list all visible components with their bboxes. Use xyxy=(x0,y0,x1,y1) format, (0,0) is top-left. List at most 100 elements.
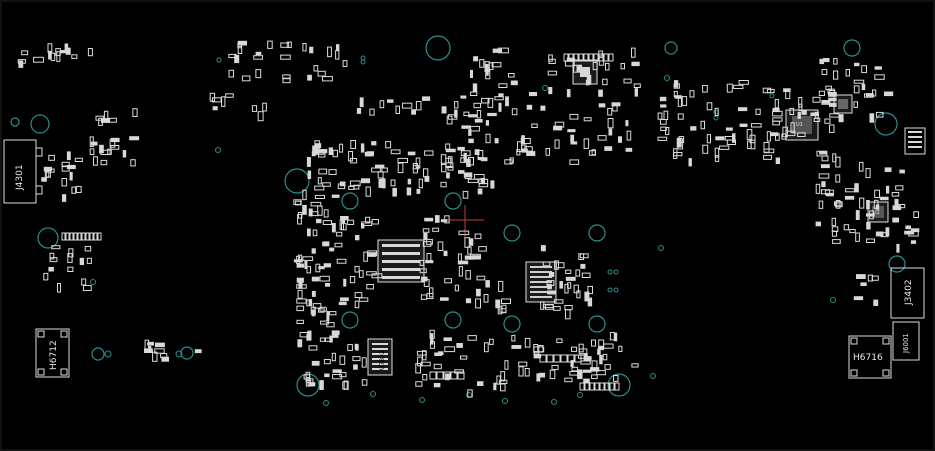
smd-pad xyxy=(445,148,456,153)
chip-right-small[interactable] xyxy=(833,94,853,114)
smd-pad xyxy=(892,218,899,223)
smd-pad xyxy=(819,151,828,155)
smd-pad xyxy=(501,298,511,304)
smd-pad xyxy=(67,253,73,263)
small-vias xyxy=(90,55,836,406)
smd-pad xyxy=(534,354,542,358)
smd-pad xyxy=(602,353,608,361)
smd-pad xyxy=(318,168,328,175)
smd-pad xyxy=(504,159,513,165)
connector-j6001[interactable]: J6001 xyxy=(892,321,920,361)
smd-pad xyxy=(608,128,613,136)
smd-pad xyxy=(385,141,392,149)
smd-pad xyxy=(371,273,383,279)
smd-pad xyxy=(422,96,431,101)
smd-pad xyxy=(854,183,859,193)
header-pin xyxy=(61,232,66,241)
connector-j3402[interactable]: J3402 xyxy=(890,267,925,319)
smd-pad xyxy=(315,147,319,155)
smd-pad xyxy=(609,332,615,341)
header-pin xyxy=(573,53,579,62)
smd-pad xyxy=(592,61,598,71)
smd-pad xyxy=(583,138,590,149)
header-pin xyxy=(588,53,594,62)
smd-pad xyxy=(511,334,516,342)
smd-pad xyxy=(823,58,830,63)
smd-pad xyxy=(296,277,304,283)
smd-pad xyxy=(591,360,598,371)
smd-pad xyxy=(476,288,481,297)
mounting-pad-h6716[interactable]: H6716 xyxy=(848,335,892,379)
header-pin xyxy=(579,382,585,391)
smd-pad xyxy=(473,102,481,109)
smd-pad xyxy=(833,58,838,65)
smd-pad xyxy=(540,245,546,252)
smd-pad xyxy=(90,141,98,146)
mounting-pad-h6712[interactable]: H6712 xyxy=(35,328,70,378)
smd-pad xyxy=(605,62,610,71)
chip-center-right[interactable] xyxy=(525,261,557,303)
smd-pad xyxy=(828,102,837,107)
header-pin xyxy=(609,382,615,391)
smd-pad xyxy=(553,125,563,131)
smd-pad xyxy=(326,311,330,321)
smd-pad xyxy=(342,60,348,67)
smd-pad xyxy=(548,54,553,62)
smd-pad xyxy=(875,111,884,118)
smd-pad xyxy=(763,148,775,154)
smd-pad xyxy=(538,345,544,353)
smd-pad xyxy=(866,200,870,210)
smd-pad xyxy=(361,221,373,226)
smd-pad xyxy=(578,253,585,261)
chip-u7802[interactable]: U7802 xyxy=(367,338,393,376)
smd-pad xyxy=(564,377,573,383)
smd-pad xyxy=(445,373,450,381)
smd-pad xyxy=(66,164,76,170)
smd-pad xyxy=(815,183,821,194)
connector-j4301[interactable]: J4301 xyxy=(3,139,43,204)
smd-pad xyxy=(461,125,471,129)
smd-pad xyxy=(517,141,523,153)
smd-pad xyxy=(559,281,563,289)
header-pin xyxy=(578,53,584,62)
smd-pad xyxy=(631,61,640,67)
smd-pad xyxy=(464,255,474,260)
smd-pad xyxy=(303,374,311,380)
smd-pad xyxy=(706,134,711,144)
smd-pad xyxy=(95,115,105,121)
smd-pad xyxy=(319,380,324,390)
smd-pad xyxy=(420,361,431,367)
smd-pad xyxy=(406,187,412,196)
smd-pad xyxy=(311,211,319,217)
smd-pad xyxy=(302,256,314,261)
smd-pad xyxy=(631,363,639,368)
smd-pad xyxy=(891,192,900,197)
smd-pad xyxy=(798,97,803,108)
connector-top-right[interactable] xyxy=(904,127,926,155)
smd-pad xyxy=(423,168,429,178)
smd-pad xyxy=(853,101,858,108)
smd-pad xyxy=(485,69,491,80)
smd-pad xyxy=(415,363,421,374)
smd-pad xyxy=(155,342,165,348)
smd-pad xyxy=(584,291,590,302)
smd-pad xyxy=(251,105,258,112)
smd-pad xyxy=(474,233,482,240)
smd-pad xyxy=(297,212,303,219)
smd-pad xyxy=(48,266,54,272)
smd-pad xyxy=(618,136,622,143)
smd-pad xyxy=(585,356,592,361)
header-pin xyxy=(85,232,90,241)
smd-pad xyxy=(828,97,837,102)
smd-pad xyxy=(329,311,337,316)
chip-center-left[interactable] xyxy=(377,239,425,283)
smd-pad xyxy=(570,134,575,143)
smd-pad xyxy=(474,119,483,123)
smd-pad xyxy=(548,87,553,95)
smd-pad xyxy=(910,240,917,244)
smd-pad xyxy=(526,104,533,110)
smd-pad xyxy=(832,239,841,244)
smd-pad xyxy=(417,356,423,367)
smd-pad xyxy=(332,374,343,380)
